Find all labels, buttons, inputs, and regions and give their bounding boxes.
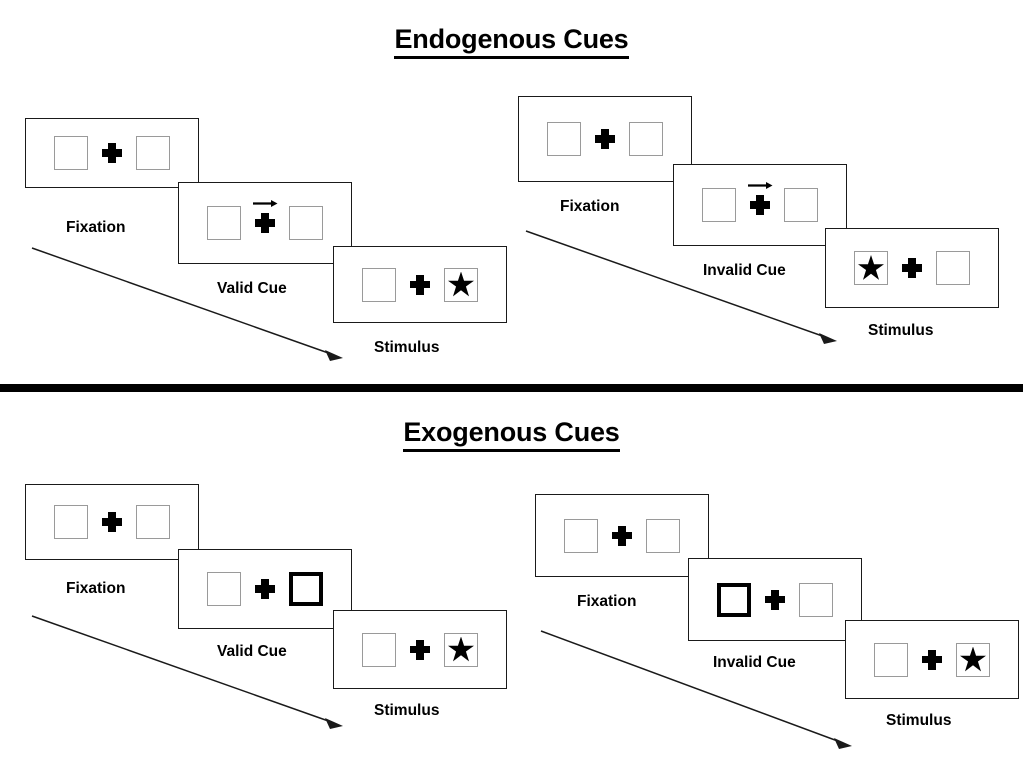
- placeholder-box-left: [362, 632, 396, 667]
- stage-label-exogenous-valid-cue: Valid Cue: [217, 643, 287, 660]
- placeholder-box-right: [629, 122, 663, 156]
- placeholder-box-right: [444, 267, 478, 302]
- stage-label-endogenous-valid-cue: Valid Cue: [217, 280, 287, 297]
- stage-label-exogenous-valid-fixation: Fixation: [66, 580, 126, 597]
- fixation-cross-icon: [102, 143, 122, 163]
- stage-label-exogenous-valid-stimulus: Stimulus: [374, 702, 440, 719]
- placeholder-box-right-cued: [289, 572, 323, 606]
- star-stimulus-icon: [448, 271, 474, 297]
- stage-label-endogenous-valid-stimulus: Stimulus: [374, 339, 440, 356]
- stage-label-endogenous-invalid-stimulus: Stimulus: [868, 322, 934, 339]
- placeholder-box-left: [54, 136, 88, 170]
- star-stimulus-icon: [448, 636, 474, 662]
- star-stimulus-icon: [960, 646, 986, 672]
- placeholder-box-right: [136, 136, 170, 170]
- trial-panel-exogenous-invalid-fixation: [535, 494, 709, 577]
- stage-label-exogenous-invalid-fixation: Fixation: [577, 593, 637, 610]
- section-title-endogenous-text: Endogenous Cues: [394, 24, 629, 59]
- stage-label-exogenous-invalid-cue: Invalid Cue: [713, 654, 796, 671]
- placeholder-box-left-cued: [717, 582, 751, 617]
- section-title-exogenous: Exogenous Cues: [0, 417, 1023, 452]
- time-arrow-endogenous-invalid: [525, 230, 841, 346]
- stage-label-exogenous-invalid-stimulus: Stimulus: [886, 712, 952, 729]
- stage-label-endogenous-invalid-cue: Invalid Cue: [703, 262, 786, 279]
- trial-panel-endogenous-invalid-cue: [673, 164, 847, 246]
- placeholder-box-left: [207, 206, 241, 240]
- placeholder-box-left: [702, 188, 736, 222]
- placeholder-box-left: [362, 267, 396, 302]
- section-divider: [0, 384, 1023, 392]
- trial-panel-exogenous-invalid-cue: [688, 558, 862, 641]
- placeholder-box-right: [444, 632, 478, 667]
- trial-panel-exogenous-valid-fixation: [25, 484, 199, 560]
- trial-panel-endogenous-valid-stimulus: [333, 246, 507, 323]
- placeholder-box-left: [564, 518, 598, 553]
- time-arrow-exogenous-valid: [31, 615, 347, 731]
- trial-panel-endogenous-invalid-fixation: [518, 96, 692, 182]
- section-title-exogenous-text: Exogenous Cues: [403, 417, 620, 452]
- fixation-cross-icon: [102, 512, 122, 532]
- star-stimulus-icon: [858, 255, 884, 280]
- time-arrow-endogenous-valid: [31, 247, 347, 363]
- placeholder-box-left: [547, 122, 581, 156]
- fixation-cross-icon: [765, 589, 785, 610]
- fixation-cross-icon: [612, 525, 632, 546]
- trial-panel-exogenous-valid-stimulus: [333, 610, 507, 689]
- fixation-cross-icon: [595, 129, 615, 149]
- fixation-cross-icon: [748, 182, 773, 215]
- time-arrow-exogenous-invalid: [540, 630, 856, 752]
- trial-panel-endogenous-invalid-stimulus: [825, 228, 999, 308]
- arrow-right-cue-icon: [748, 180, 773, 191]
- fixation-cross-icon: [902, 258, 922, 278]
- placeholder-box-right: [956, 642, 990, 677]
- placeholder-box-right: [936, 251, 970, 285]
- stage-label-endogenous-invalid-fixation: Fixation: [560, 198, 620, 215]
- placeholder-box-left: [207, 572, 241, 606]
- placeholder-box-right: [289, 206, 323, 240]
- stage-label-endogenous-valid-fixation: Fixation: [66, 219, 126, 236]
- trial-panel-exogenous-invalid-stimulus: [845, 620, 1019, 699]
- placeholder-box-left: [54, 505, 88, 539]
- trial-panel-endogenous-valid-fixation: [25, 118, 199, 188]
- fixation-cross-icon: [255, 579, 275, 599]
- section-title-endogenous: Endogenous Cues: [0, 24, 1023, 59]
- placeholder-box-right: [784, 188, 818, 222]
- placeholder-box-right: [646, 518, 680, 553]
- fixation-cross-icon: [410, 274, 430, 295]
- fixation-cross-icon: [410, 639, 430, 660]
- trial-panel-endogenous-valid-cue: [178, 182, 352, 264]
- placeholder-box-left: [874, 642, 908, 677]
- fixation-cross-icon: [253, 200, 278, 233]
- placeholder-box-left: [854, 251, 888, 285]
- fixation-cross-icon: [922, 649, 942, 670]
- trial-panel-exogenous-valid-cue: [178, 549, 352, 629]
- placeholder-box-right: [136, 505, 170, 539]
- placeholder-box-right: [799, 582, 833, 617]
- arrow-right-cue-icon: [253, 198, 278, 209]
